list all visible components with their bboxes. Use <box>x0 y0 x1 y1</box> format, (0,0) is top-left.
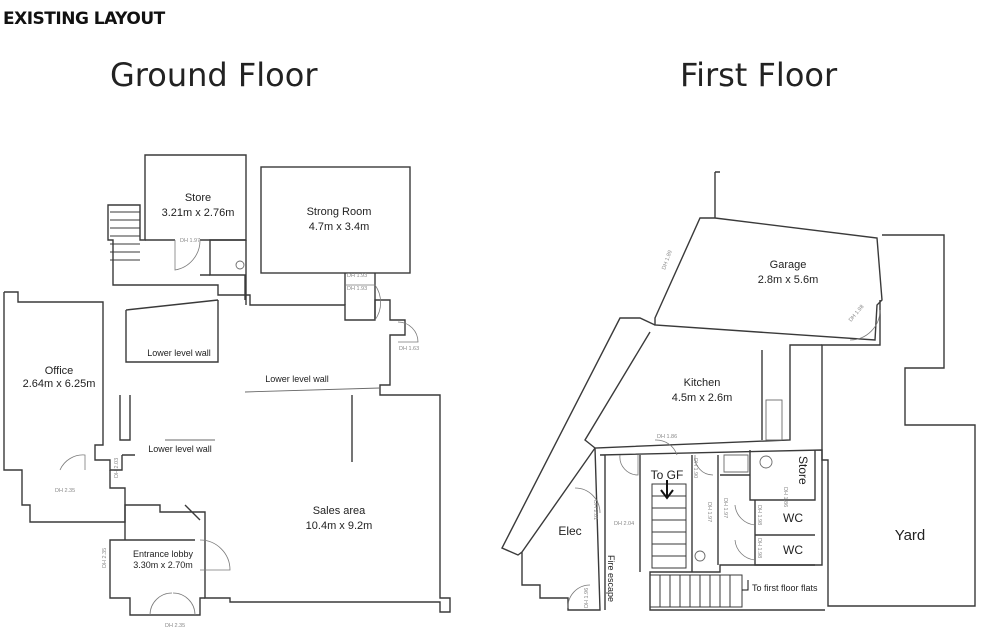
wc-basin <box>759 455 773 469</box>
door-height-label: DH 1.93 <box>347 286 367 292</box>
arrow-down-icon <box>660 480 674 500</box>
door-height-label: DH 1.93 <box>347 273 367 279</box>
door-height-label: DH 1.96 <box>584 588 590 608</box>
arrow-right-icon <box>742 580 749 591</box>
door-height-label: DH 1.89 <box>661 250 674 271</box>
store-fixture <box>235 260 245 270</box>
entrance-lobby-label: Entrance lobby <box>133 549 194 559</box>
store-walls <box>145 239 246 276</box>
lower-level-wall-2 <box>244 387 381 393</box>
sales-area-label: Sales area <box>313 505 366 517</box>
store-door-swing <box>174 239 201 271</box>
door-height-label: DH 1.97 <box>706 502 712 522</box>
kitchen-sink <box>765 399 783 441</box>
to-gf-label: To GF <box>651 468 684 482</box>
door-height-label: DH 1.90 <box>692 458 698 478</box>
stairs-to-flats <box>649 574 743 608</box>
yard-label: Yard <box>895 527 926 544</box>
inner-partitions <box>109 395 135 505</box>
door-height-label: DH 1.98 <box>756 538 762 558</box>
ground-floor-heading: Ground Floor <box>110 56 318 94</box>
wc-label-1: WC <box>783 511 803 525</box>
stairs-to-gf <box>651 483 687 569</box>
wc2-door-swing <box>734 539 756 561</box>
kitchen-label: Kitchen <box>684 377 721 389</box>
elec-label: Elec <box>558 524 581 538</box>
first-floor-plan <box>501 171 976 611</box>
door-height-label: DH 1.86 <box>782 487 788 507</box>
store-label: Store <box>185 192 211 204</box>
strong-room-label: Strong Room <box>307 206 372 218</box>
landing-door-swing <box>619 454 639 476</box>
elec-door-swing <box>574 487 601 514</box>
office-size: 2.64m x 6.25m <box>23 378 96 390</box>
door-height-label: DH 1.97 <box>722 498 728 518</box>
door-height-label: DH 2.35 <box>102 548 108 568</box>
fire-escape-door-swing <box>567 584 591 609</box>
door-height-label: DH 1.86 <box>657 434 677 440</box>
strong-room-door-swing <box>345 284 381 321</box>
office-label: Office <box>45 365 74 377</box>
store-size: 3.21m x 2.76m <box>162 207 235 219</box>
kitchen-walls <box>584 331 763 449</box>
sales-area-size: 10.4m x 9.2m <box>306 520 373 532</box>
to-flats-label: To first floor flats <box>752 583 818 593</box>
entrance-lobby-walls <box>109 504 205 616</box>
door-height-label: DH 1.98 <box>756 505 762 525</box>
store-door-swing <box>694 454 714 476</box>
wc-label-2: WC <box>783 543 803 557</box>
first-floor-heading: First Floor <box>680 56 838 94</box>
ground-floor-plan <box>3 154 451 616</box>
door-height-label: DH 2.01 <box>592 500 598 520</box>
garage-walls <box>654 171 883 341</box>
door-height-label: DH 2.35 <box>165 623 185 629</box>
banner-title: EXISTING LAYOUT <box>3 9 166 29</box>
landing-fixture <box>694 550 706 562</box>
strong-room-walls <box>260 166 411 274</box>
strong-room-size: 4.7m x 3.4m <box>309 221 370 233</box>
door-height-label: DH 1.63 <box>399 346 419 352</box>
garage-size: 2.8m x 5.6m <box>758 274 819 286</box>
kitchen-size: 4.5m x 2.6m <box>672 392 733 404</box>
ground-floor-stairs <box>110 211 140 261</box>
lower-level-wall-label-2: Lower level wall <box>265 374 329 384</box>
door-height-label: DH 2.04 <box>614 521 634 527</box>
office-door-swing <box>59 454 86 471</box>
strong-room-lower-walls <box>245 240 376 320</box>
garage-door-swing <box>849 309 881 341</box>
office-outer-wall <box>4 291 123 471</box>
store-fixtures <box>723 454 749 473</box>
lobby-door-swing <box>199 539 231 571</box>
lower-level-wall-1 <box>125 299 219 363</box>
fire-escape-label: Fire escape <box>606 555 616 602</box>
entrance-door-swing <box>149 592 196 616</box>
door-height-label: DH 2.35 <box>55 488 75 494</box>
lower-level-wall-label-3: Lower level wall <box>148 444 212 454</box>
side-door-swing <box>397 321 419 343</box>
store-label: Store <box>796 456 810 485</box>
store-wc-walls <box>720 450 816 566</box>
first-floor-lower-walls <box>599 449 825 611</box>
wc1-door-swing <box>734 504 756 526</box>
door-height-label: DH 2.03 <box>114 458 120 478</box>
first-floor-main-walls <box>501 317 822 611</box>
door-height-label: DH 1.97 <box>180 238 200 244</box>
entrance-lobby-size: 3.30m x 2.70m <box>133 560 193 570</box>
lower-level-wall-label-1: Lower level wall <box>147 348 211 358</box>
kitchen-door-swing <box>654 439 678 456</box>
yard-walls <box>821 234 976 607</box>
garage-label: Garage <box>770 259 807 271</box>
door-height-label: DH 1.98 <box>848 304 866 323</box>
